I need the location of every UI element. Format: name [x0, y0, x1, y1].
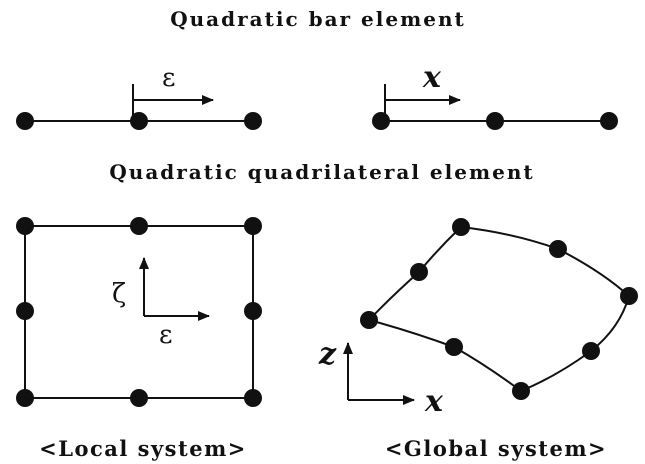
global-quad-node-4 — [582, 342, 600, 360]
local-quad-node-6 — [130, 389, 148, 407]
global-quad-z-label: z — [318, 337, 337, 372]
global-quad-node-3 — [620, 287, 638, 305]
global-quad-node-8 — [410, 263, 428, 281]
global-quad-outline — [367, 225, 631, 393]
local-quad-node-3 — [244, 217, 262, 235]
local-quad-node-4 — [244, 302, 262, 320]
global-quad-node-7 — [360, 311, 378, 329]
global-bar-node-2 — [486, 112, 504, 130]
global-bar-node-3 — [600, 112, 618, 130]
local-quad-zeta-label: ζ — [112, 279, 126, 309]
local-quad-epsilon-label: ε — [159, 320, 172, 350]
local-quad-node-8 — [16, 302, 34, 320]
local-bar-node-1 — [16, 112, 34, 130]
local-quad-element: ζ ε — [16, 217, 262, 407]
local-quad-node-7 — [16, 389, 34, 407]
local-quad-square — [24, 225, 254, 399]
local-bar-epsilon-label: ε — [162, 63, 175, 93]
local-bar-node-2 — [130, 112, 148, 130]
local-quad-node-2 — [130, 217, 148, 235]
local-bar-element: ε — [16, 63, 262, 130]
global-quad-node-1 — [452, 218, 470, 236]
global-quad-node-2 — [549, 240, 567, 258]
local-bar-node-3 — [244, 112, 262, 130]
caption-global-system: <Global system> — [385, 436, 607, 461]
local-quad-node-5 — [244, 389, 262, 407]
global-bar-x-label: x — [422, 60, 442, 95]
caption-local-system: <Local system> — [39, 436, 247, 461]
global-quad-element: z x — [318, 218, 638, 419]
heading-quadratic-quadrilateral: Quadratic quadrilateral element — [109, 160, 534, 184]
local-quad-node-1 — [16, 217, 34, 235]
global-quad-x-label: x — [424, 384, 444, 419]
heading-quadratic-bar: Quadratic bar element — [170, 7, 466, 31]
global-bar-node-1 — [372, 112, 390, 130]
global-bar-element: x — [372, 60, 618, 130]
global-quad-node-5 — [512, 382, 530, 400]
global-quad-node-6 — [445, 338, 463, 356]
